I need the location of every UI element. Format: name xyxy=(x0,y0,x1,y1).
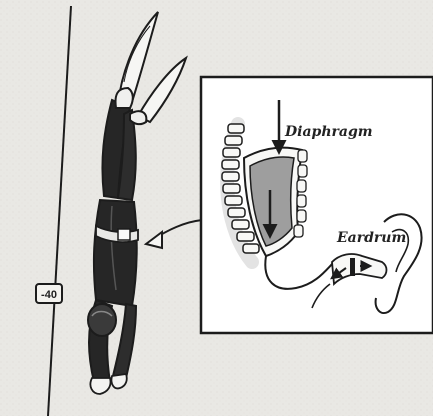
eardrum-membrane xyxy=(350,258,355,276)
inset-panel: Diaphragm Eardrum xyxy=(201,77,433,333)
diver-torso xyxy=(94,200,138,306)
eardrum-label: Eardrum xyxy=(336,230,406,246)
diaphragm-label: Diaphragm xyxy=(284,124,373,140)
depth-marker: -40 xyxy=(36,284,62,303)
depth-marker-label: -40 xyxy=(41,289,57,301)
